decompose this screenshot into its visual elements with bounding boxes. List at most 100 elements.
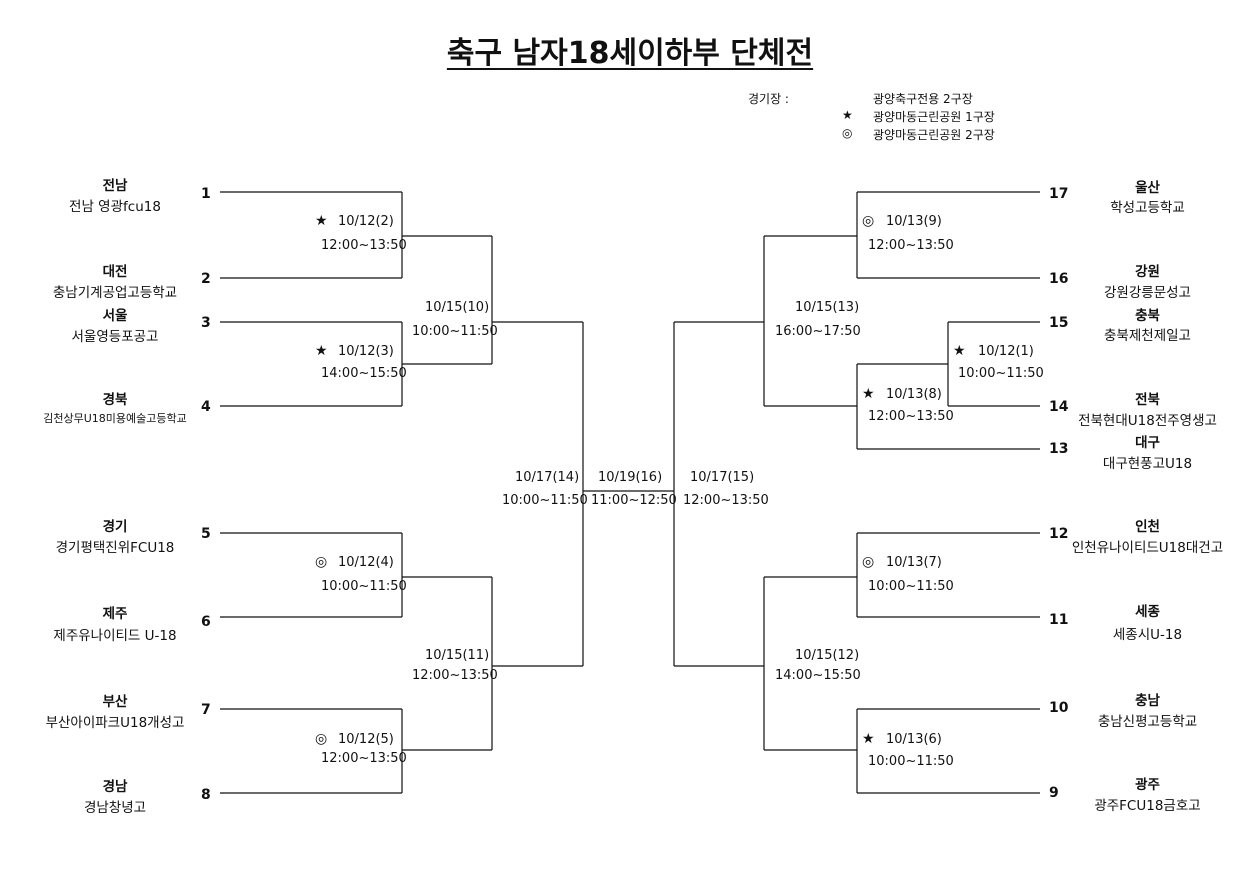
match-date: 10/17(14) [515, 470, 580, 485]
page-title: 축구 남자18세이하부 단체전 [446, 36, 814, 71]
region-label: 제주 [102, 606, 128, 622]
seed-number: 15 [1049, 315, 1069, 331]
match-time: 14:00~15:50 [775, 668, 861, 683]
star-icon: ★ [315, 343, 328, 359]
match-time: 12:00~13:50 [412, 668, 498, 683]
seed-number: 16 [1049, 271, 1069, 287]
match-time: 10:00~11:50 [868, 579, 954, 594]
match-time: 12:00~13:50 [868, 238, 954, 253]
team-name: 충남신평고등학교 [1097, 714, 1198, 730]
match-time: 10:00~11:50 [502, 493, 588, 508]
seed-number: 14 [1049, 399, 1069, 415]
double-circle-icon: ◎ [842, 126, 853, 140]
region-label: 전북 [1135, 392, 1160, 408]
seed-number: 4 [201, 399, 211, 415]
team-name: 인천유나이티드U18대건고 [1071, 540, 1224, 556]
venue-name-2: 광양마동근린공원 1구장 [873, 110, 995, 124]
double-circle-icon: ◎ [315, 731, 328, 747]
match-date: 10/15(11) [425, 648, 490, 663]
region-label: 세종 [1135, 604, 1160, 620]
region-label: 경북 [102, 392, 128, 408]
team-name: 충남기계공업고등학교 [52, 285, 178, 301]
match-date: 10/12(3) [338, 344, 394, 359]
match-time: 10:00~11:50 [321, 579, 407, 594]
seed-number: 3 [201, 315, 211, 331]
region-label: 부산 [102, 694, 128, 710]
match-time: 10:00~11:50 [412, 324, 498, 339]
region-label: 경남 [102, 779, 128, 795]
seed-number: 2 [201, 271, 211, 287]
seed-number: 6 [201, 614, 211, 630]
region-label: 울산 [1135, 180, 1160, 196]
star-icon: ★ [862, 386, 875, 402]
region-label: 강원 [1135, 264, 1160, 280]
double-circle-icon: ◎ [862, 213, 875, 229]
region-label: 충북 [1135, 308, 1160, 324]
star-icon: ★ [862, 731, 875, 747]
match-date: 10/15(10) [425, 300, 490, 315]
seed-number: 17 [1049, 186, 1069, 202]
match-date: 10/19(16) [598, 470, 663, 485]
team-name: 대구현풍고U18 [1102, 456, 1193, 472]
team-name: 충북제천제일고 [1104, 328, 1191, 344]
match-date: 10/13(6) [886, 732, 942, 747]
region-label: 충남 [1135, 693, 1160, 709]
region-label: 서울 [102, 308, 128, 324]
match-date: 10/13(8) [886, 387, 942, 402]
match-time: 12:00~13:50 [683, 493, 769, 508]
team-name: 서울영등포공고 [71, 329, 159, 345]
team-name: 김천상무U18미용예술고등학교 [43, 412, 187, 425]
seed-number: 10 [1049, 700, 1069, 716]
match-time: 12:00~13:50 [321, 238, 407, 253]
region-label: 전남 [102, 178, 128, 194]
match-date: 10/15(12) [795, 648, 860, 663]
region-label: 경기 [102, 519, 128, 535]
match-date: 10/12(1) [978, 344, 1034, 359]
match-time: 16:00~17:50 [775, 324, 861, 339]
region-label: 인천 [1135, 519, 1160, 535]
seed-number: 5 [201, 526, 211, 542]
match-date: 10/15(13) [795, 300, 860, 315]
team-name: 경기평택진위FCU18 [55, 540, 175, 556]
match-time: 12:00~13:50 [321, 751, 407, 766]
venue-name-3: 광양마동근린공원 2구장 [873, 128, 995, 142]
team-name: 제주유나이티드 U-18 [53, 628, 177, 644]
team-name: 강원강릉문성고 [1104, 285, 1191, 301]
match-time: 14:00~15:50 [321, 366, 407, 381]
region-label: 광주 [1135, 777, 1160, 793]
match-time: 12:00~13:50 [868, 409, 954, 424]
seed-number: 1 [201, 186, 211, 202]
seed-number: 7 [201, 702, 211, 718]
match-date: 10/17(15) [690, 470, 755, 485]
seed-number: 11 [1049, 612, 1069, 628]
seed-number: 13 [1049, 441, 1069, 457]
match-time: 10:00~11:50 [958, 366, 1044, 381]
match-time: 10:00~11:50 [868, 754, 954, 769]
match-date: 10/12(4) [338, 555, 394, 570]
star-icon: ★ [953, 343, 966, 359]
match-date: 10/12(2) [338, 214, 394, 229]
region-label: 대구 [1135, 435, 1160, 451]
double-circle-icon: ◎ [315, 554, 328, 570]
match-date: 10/12(5) [338, 732, 394, 747]
star-icon: ★ [842, 108, 853, 122]
venue-label: 경기장 : [748, 92, 789, 106]
region-label: 대전 [102, 264, 128, 280]
match-date: 10/13(7) [886, 555, 942, 570]
team-name: 부산아이파크U18개성고 [45, 715, 185, 731]
team-name: 경남창녕고 [83, 800, 147, 816]
seed-number: 8 [201, 787, 211, 803]
team-name: 학성고등학교 [1110, 200, 1185, 216]
match-date: 10/13(9) [886, 214, 942, 229]
seed-number: 12 [1049, 526, 1069, 542]
venue-name-1: 광양축구전용 2구장 [873, 92, 973, 106]
team-name: 전남 영광fcu18 [69, 199, 161, 215]
star-icon: ★ [315, 213, 328, 229]
match-time: 11:00~12:50 [591, 493, 677, 508]
double-circle-icon: ◎ [862, 554, 875, 570]
seed-number: 9 [1049, 785, 1059, 801]
team-name: 광주FCU18금호고 [1094, 798, 1201, 814]
team-name: 세종시U-18 [1112, 627, 1183, 643]
